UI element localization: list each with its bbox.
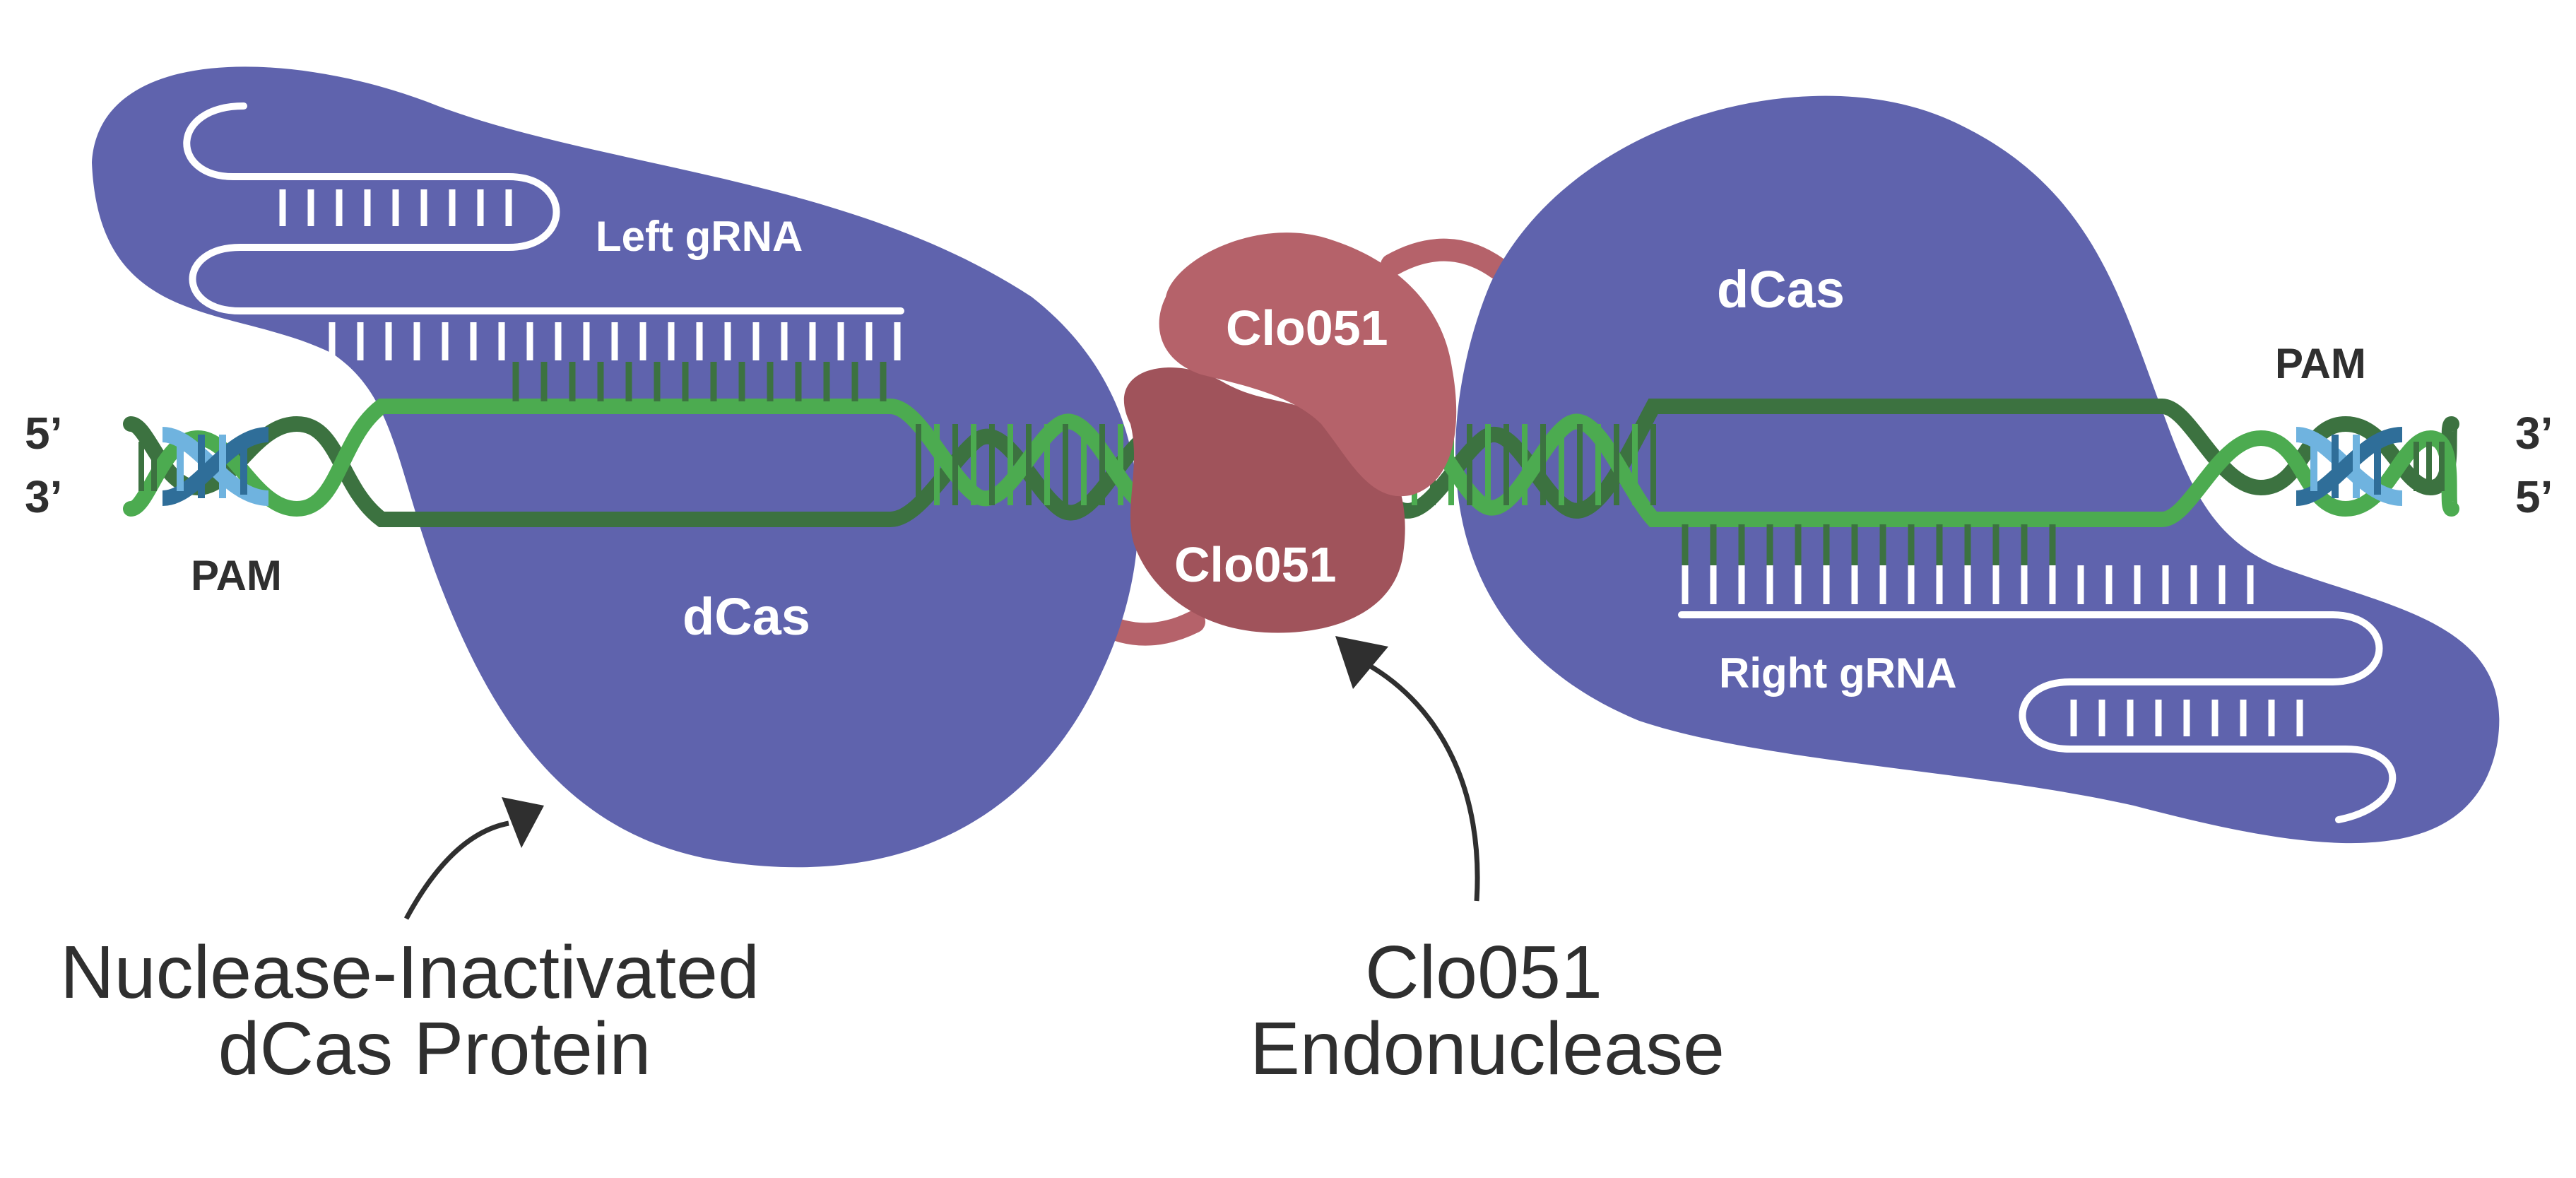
dcas-left-label: dCas — [683, 587, 810, 646]
pam-helix-right — [2295, 427, 2403, 506]
strand-left-3prime: 3’ — [25, 471, 62, 522]
left-grna-lower-ticks — [329, 322, 901, 360]
clo051-callout-line1: Clo051 — [1365, 931, 1602, 1014]
strand-left-5prime: 5’ — [25, 408, 62, 459]
left-grna-dna-pairing — [512, 362, 887, 401]
left-grna-upper-ticks — [279, 189, 512, 226]
dcas-callout-arrow — [403, 797, 544, 920]
dcas-callout-line2: dCas Protein — [218, 1007, 651, 1090]
right-grna-dna-pairing — [1682, 524, 2056, 565]
clo051-top-label: Clo051 — [1226, 300, 1388, 355]
right-grna-lower-ticks — [2070, 700, 2303, 736]
left-grna-label: Left gRNA — [596, 213, 803, 260]
clo051-bottom-label: Clo051 — [1174, 537, 1337, 592]
pam-helix-left — [161, 427, 269, 506]
clo051-linker-top — [1381, 238, 1509, 280]
right-grna-strand — [1678, 611, 2397, 823]
clo051-top-shape — [1159, 232, 1457, 497]
clo051-callout-arrow — [1335, 636, 1480, 902]
pam-left-label: PAM — [191, 552, 282, 599]
left-grna-strand — [183, 102, 904, 314]
dcas-right-label: dCas — [1717, 260, 1845, 319]
strand-right-3prime: 3’ — [2515, 408, 2553, 459]
left-grna — [183, 102, 904, 401]
dcas-callout-line1: Nuclease-Inactivated — [60, 931, 760, 1014]
dcas-left-shape — [92, 66, 1139, 868]
clo051-callout-line2: Endonuclease — [1250, 1007, 1725, 1090]
pam-right-label: PAM — [2275, 340, 2366, 387]
right-grna — [1678, 524, 2397, 823]
right-grna-label: Right gRNA — [1719, 649, 1957, 697]
strand-right-5prime: 5’ — [2515, 471, 2553, 522]
dcas-right-shape — [1455, 95, 2500, 844]
right-grna-upper-ticks — [1682, 565, 2254, 604]
